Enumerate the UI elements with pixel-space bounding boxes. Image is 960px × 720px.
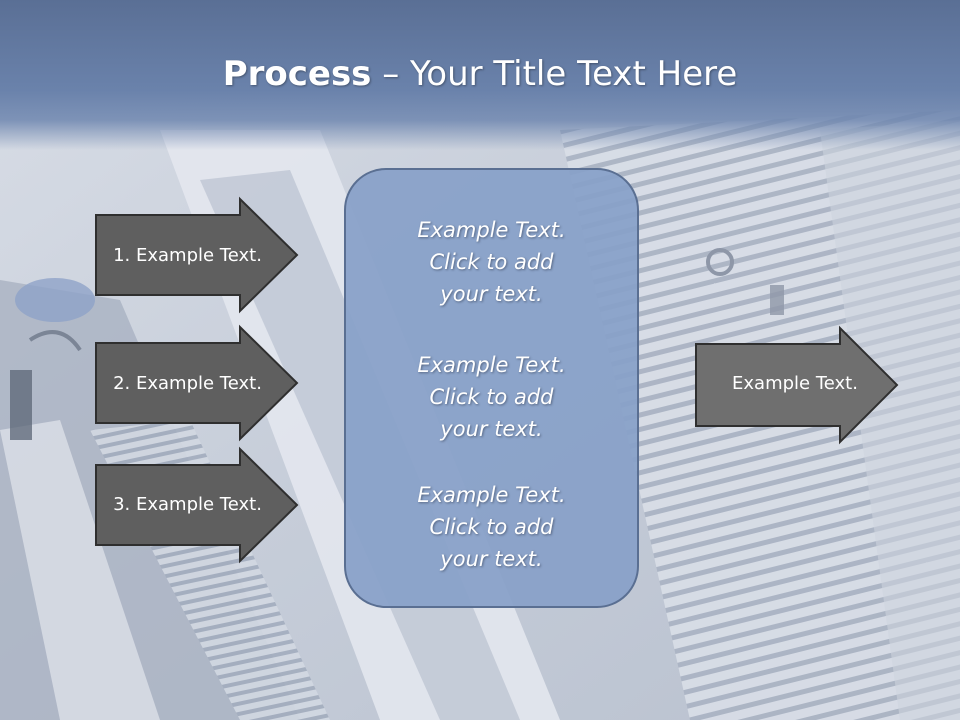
center-paragraph-1-line-3: your text. [440,282,543,306]
center-paragraph-1-line-2: Click to add [429,250,554,274]
center-paragraph-2: Example Text. Click to add your text. [346,349,637,445]
center-paragraph-3-line-2: Click to add [429,515,554,539]
center-paragraph-1-line-1: Example Text. [417,218,566,242]
title-rest-text: – Your Title Text Here [371,54,738,94]
center-paragraph-2-line-3: your text. [440,417,543,441]
left-arrow-2-label: 2. Example Text. [113,373,262,394]
right-arrow-label: Example Text. [732,373,858,394]
left-arrow-1-label: 1. Example Text. [113,245,262,266]
center-paragraph-1: Example Text. Click to add your text. [346,214,637,310]
center-paragraph-3-line-3: your text. [440,547,543,571]
title-band [0,0,960,150]
center-text-box[interactable]: Example Text. Click to add your text. Ex… [344,168,639,608]
slide-title[interactable]: Process – Your Title Text Here [0,52,960,96]
left-arrow-3-label: 3. Example Text. [113,494,262,515]
center-paragraph-3: Example Text. Click to add your text. [346,479,637,575]
center-paragraph-2-line-2: Click to add [429,385,554,409]
left-arrow-1[interactable] [95,196,299,314]
center-paragraph-2-line-1: Example Text. [417,353,566,377]
left-arrow-2[interactable] [95,324,299,442]
title-bold-text: Process [222,54,372,94]
left-arrow-3[interactable] [95,446,299,564]
center-paragraph-3-line-1: Example Text. [417,483,566,507]
right-arrow[interactable] [695,325,899,445]
